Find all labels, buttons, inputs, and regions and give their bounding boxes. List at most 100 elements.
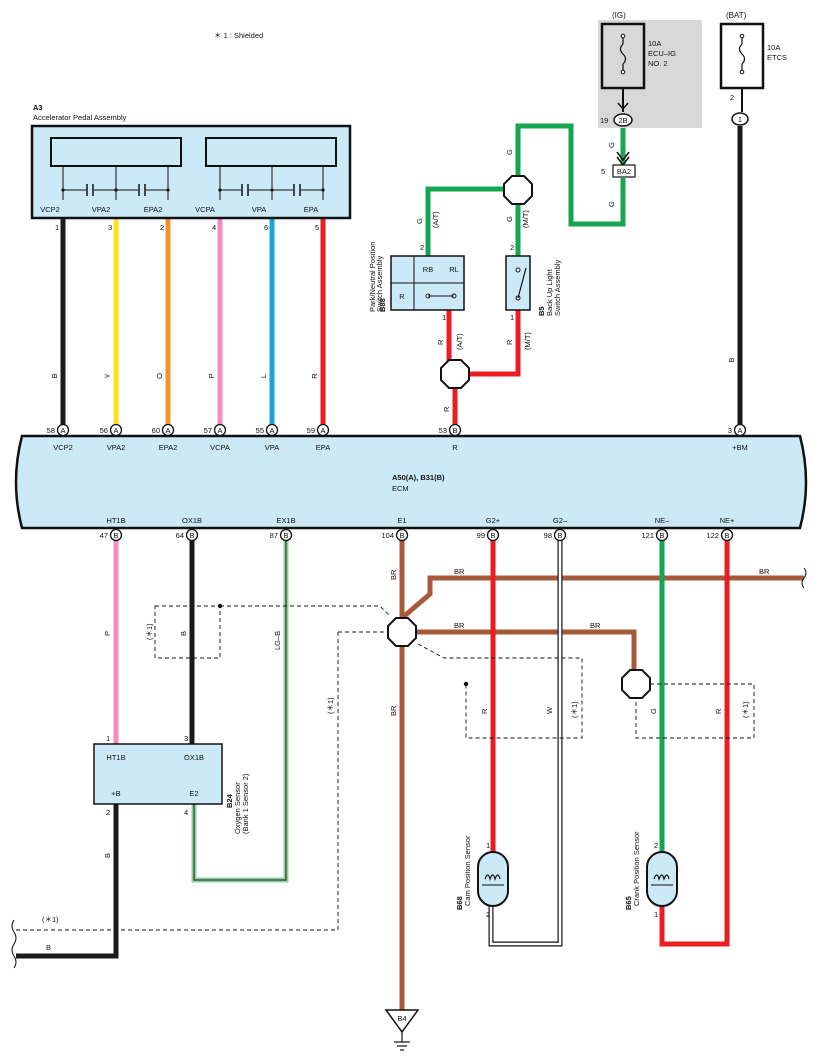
pedal-name: Accelerator Pedal Assembly xyxy=(33,113,127,122)
svg-text:E2: E2 xyxy=(189,789,198,798)
ecm-bottom-pin-number: 121 xyxy=(641,531,654,540)
ecm-top-pin-label: VPA2 xyxy=(107,443,126,452)
pedal-sensor-1 xyxy=(50,137,182,167)
ecm-top-pin-number: 55 xyxy=(256,426,264,435)
splice-crank-shield xyxy=(621,669,651,699)
ecm-bottom-pin-label: HT1B xyxy=(106,516,125,525)
fuse-bat-icon xyxy=(738,43,746,65)
svg-text:R: R xyxy=(310,373,319,379)
svg-text:2: 2 xyxy=(486,910,490,919)
svg-text:RL: RL xyxy=(449,265,459,274)
ecm-top-pins: A58VCP2A56VPA2A60EPA2A57VCPAA55VPAA59EPA… xyxy=(47,423,748,452)
pedal-code: A3 xyxy=(33,103,43,112)
svg-text:R: R xyxy=(436,339,445,345)
svg-text:(＊1): (＊1) xyxy=(145,623,154,640)
ecm-bottom-pin-label: EX1B xyxy=(276,516,295,525)
svg-text:B68: B68 xyxy=(455,896,464,910)
oxygen-sensor: HT1B OX1B +B E2 1 3 2 4 B24 Oxygen Senso… xyxy=(93,734,250,834)
svg-text:5: 5 xyxy=(315,223,319,232)
svg-text:Cam Position Sensor: Cam Position Sensor xyxy=(463,835,472,906)
fuse-ig-conn-label: 2B xyxy=(618,116,627,125)
ecm-top-pin-conn: A xyxy=(269,426,274,435)
svg-text:2: 2 xyxy=(654,841,658,850)
svg-text:(M/T): (M/T) xyxy=(521,210,530,228)
svg-text:2: 2 xyxy=(510,243,514,252)
fuse-bat-source: (BAT) xyxy=(726,11,747,20)
ecm-top-pin-conn: A xyxy=(165,426,170,435)
svg-text:2: 2 xyxy=(160,223,164,232)
svg-text:B88: B88 xyxy=(378,298,387,312)
lower-wires xyxy=(16,540,804,1010)
fuse-bat-box xyxy=(719,22,765,90)
lower-wire-labels: P B (＊1) LG–B (＊1) B (＊1) B BR BR BR BR … xyxy=(42,567,770,952)
ecm-bottom-pin-label: G2+ xyxy=(486,516,501,525)
svg-text:G: G xyxy=(505,216,514,222)
svg-text:(A/T): (A/T) xyxy=(431,211,440,228)
svg-text:B: B xyxy=(103,853,112,858)
svg-text:Back Up Light: Back Up Light xyxy=(545,268,554,316)
ecm-bottom-pin-number: 64 xyxy=(176,531,184,540)
ecm-bottom-pin-number: 98 xyxy=(544,531,552,540)
ecm-bottom-pin-conn: B xyxy=(659,531,664,540)
ecm-name-2: ECM xyxy=(392,484,409,493)
ecm-top-pin-conn: A xyxy=(217,426,222,435)
svg-text:Park/Neutral Position: Park/Neutral Position xyxy=(368,242,377,312)
ecm-top-pin-conn: A xyxy=(737,426,742,435)
splice-green xyxy=(503,175,533,205)
svg-text:Oxygen Sensor: Oxygen Sensor xyxy=(233,782,242,834)
svg-text:VPA2: VPA2 xyxy=(92,205,111,214)
svg-text:G: G xyxy=(415,218,424,224)
svg-text:(Bank 1 Sensor 2): (Bank 1 Sensor 2) xyxy=(241,773,250,834)
svg-text:1: 1 xyxy=(486,841,490,850)
ecm-bottom-pin-label: G2– xyxy=(553,516,568,525)
ecm-bottom-pin-conn: B xyxy=(399,531,404,540)
svg-text:BR: BR xyxy=(389,705,398,716)
connector-ba2: BA2 5 xyxy=(601,151,636,178)
svg-text:(＊1): (＊1) xyxy=(570,701,579,718)
svg-text:P: P xyxy=(207,373,216,378)
svg-text:(＊1): (＊1) xyxy=(741,701,750,718)
shield-note: ＊ 1 : Shielded xyxy=(214,31,263,40)
splice-ground xyxy=(387,617,417,647)
svg-text:BR: BR xyxy=(454,621,465,630)
fuse-ig-name-2: NO. 2 xyxy=(648,59,668,68)
svg-text:RB: RB xyxy=(423,265,433,274)
svg-text:L: L xyxy=(259,374,268,378)
ecm-bottom-pin-conn: B xyxy=(490,531,495,540)
svg-text:4: 4 xyxy=(212,223,216,232)
ecm-top-pin-conn: A xyxy=(60,426,65,435)
fuse-ig-name-1: ECU–IG xyxy=(648,49,676,58)
fuse-ig-rating: 10A xyxy=(648,39,661,48)
svg-text:R: R xyxy=(505,339,514,345)
svg-text:B: B xyxy=(727,357,736,362)
ecm-bottom-pin-number: 104 xyxy=(381,531,394,540)
fuse-bat-name: ETCS xyxy=(767,53,787,62)
wire-break-left xyxy=(11,919,17,969)
fuse-ig-group: (IG) 10A ECU–IG NO. 2 19 xyxy=(598,11,702,128)
upper-wire-labels: B Y O P L R B G G G G (A/T) G (M/T) R (A… xyxy=(50,142,736,412)
ecm-top-pin-conn: A xyxy=(113,426,118,435)
pedal-sensor-2 xyxy=(205,137,337,167)
ecm-top-pin-number: 60 xyxy=(152,426,160,435)
svg-text:(M/T): (M/T) xyxy=(523,332,532,350)
fuse-bat-rating: 10A xyxy=(767,43,780,52)
ecm-bottom-pin-label: NE+ xyxy=(720,516,735,525)
svg-text:BR: BR xyxy=(454,567,465,576)
ecm-top-pin-number: 56 xyxy=(100,426,108,435)
svg-text:3: 3 xyxy=(108,223,112,232)
svg-text:LG–B: LG–B xyxy=(273,631,282,650)
accelerator-pedal-assembly: A3 Accelerator Pedal Assembly VCP2 VPA2 … xyxy=(30,103,352,232)
svg-text:W: W xyxy=(545,706,554,714)
ecm-top-pin-conn: A xyxy=(320,426,325,435)
fuse-bat-conn-label: 1 xyxy=(738,115,742,124)
fuse-ig-pin: 19 xyxy=(600,116,608,125)
ecm-top-pin-label: EPA2 xyxy=(159,443,178,452)
